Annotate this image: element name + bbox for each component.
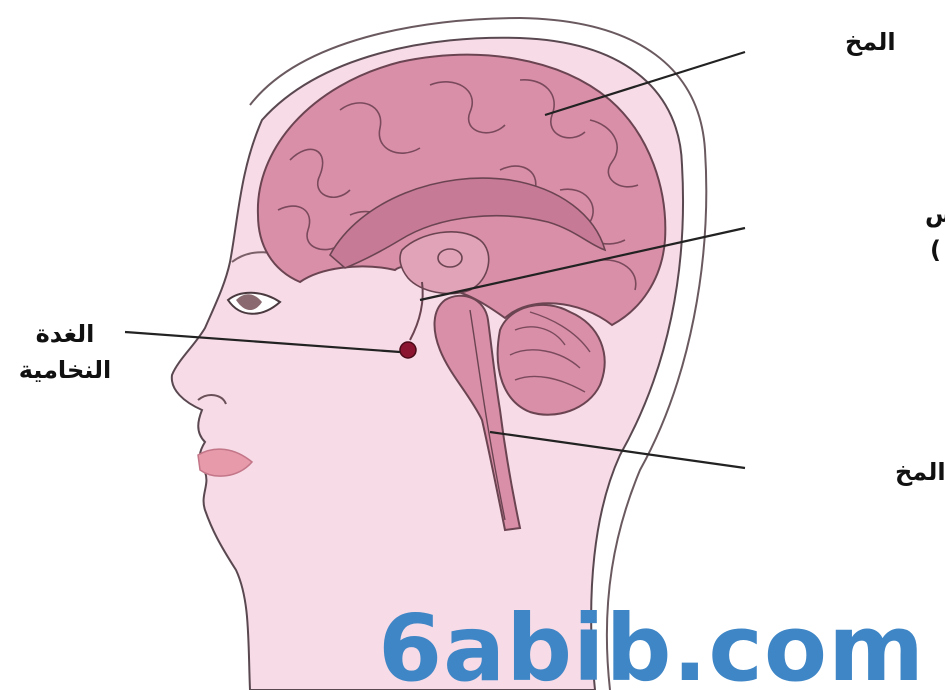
label-hypothalamus-sub: (ما تحت المهاد ) bbox=[930, 236, 945, 264]
label-pituitary-line1: الغدة bbox=[36, 320, 95, 348]
label-brainstem: جذع المخ bbox=[895, 458, 945, 486]
label-brain: المخ bbox=[845, 28, 896, 56]
pituitary-gland bbox=[400, 342, 416, 358]
label-pituitary-line2: النخامية bbox=[19, 356, 112, 384]
watermark-logo: 6abib.com bbox=[378, 595, 925, 690]
label-hypothalamus: الهيبوثالامس bbox=[925, 200, 945, 228]
